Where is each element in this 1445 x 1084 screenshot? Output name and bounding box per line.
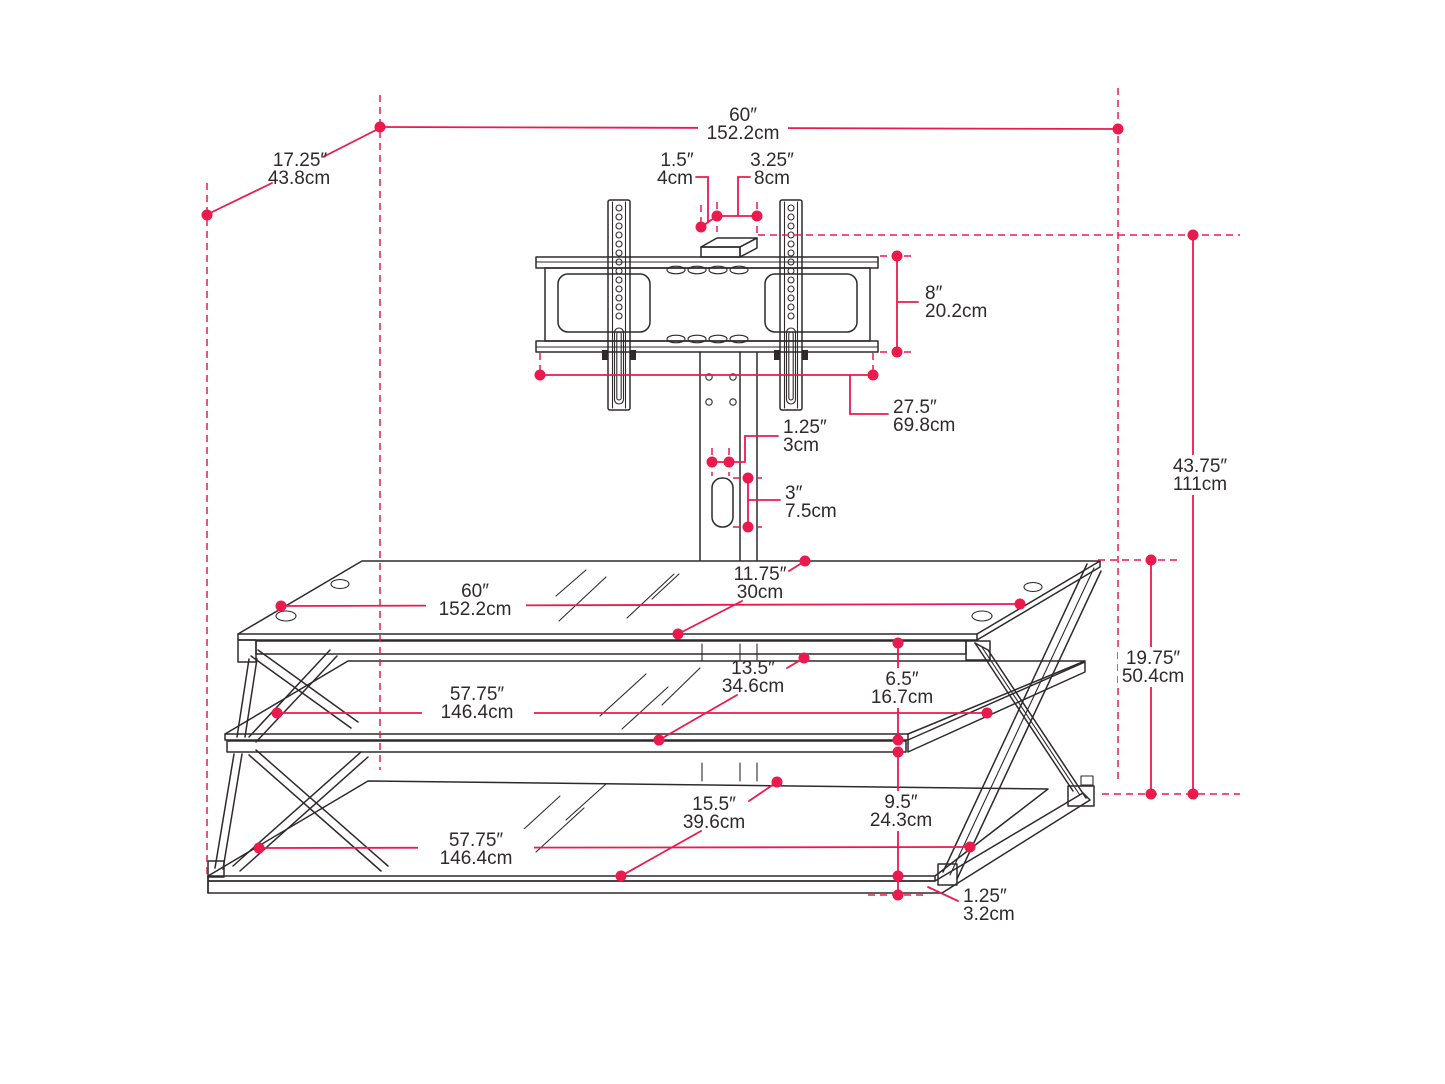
- dim-cable-slot-width-cm: 3cm: [783, 435, 819, 456]
- tv-mount-drawing: [535, 199, 879, 782]
- dim-bottom-shelf-depth-inches: 15.5″: [692, 794, 736, 815]
- dim-top-depth-cm: 43.8cm: [268, 168, 330, 189]
- dimension-lines: [207, 126, 1194, 902]
- dim-cable-slot-height-inches: 3″: [785, 483, 803, 504]
- dim-top-shelf-inset-cm: 30cm: [737, 582, 783, 603]
- cable-slot: [711, 477, 734, 528]
- dim-cable-slot-height-cm: 7.5cm: [785, 501, 837, 522]
- dim-bracket-width-cm: 69.8cm: [893, 415, 955, 436]
- rear-foot: [1067, 785, 1095, 807]
- center-column: [699, 351, 758, 782]
- dim-cap-width-inches: 3.25″: [750, 150, 794, 171]
- dim-cap-offset-cm: 4cm: [657, 168, 693, 189]
- dim-bracket-height-inches: 8″: [925, 283, 943, 304]
- vesa-rail-right: [774, 199, 808, 411]
- left-x-legs: [207, 649, 389, 878]
- dim-cap-offset-inches: 1.5″: [660, 150, 693, 171]
- dim-stand-height-inches: 43.75″: [1173, 456, 1228, 477]
- dim-top-depth-inches: 17.25″: [273, 150, 328, 171]
- dim-top-width-cm: 152.2cm: [707, 123, 780, 144]
- dim-base-thickness-cm: 3.2cm: [963, 904, 1015, 925]
- dim-cable-slot-width-inches: 1.25″: [783, 417, 827, 438]
- dim-lower-clearance-cm: 24.3cm: [870, 810, 932, 831]
- dim-top-shelf-width-inches: 60″: [461, 581, 489, 602]
- bracket-slot-ovals: [666, 265, 749, 344]
- dim-upper-clearance-inches: 6.5″: [885, 669, 918, 690]
- dim-base-thickness-inches: 1.25″: [963, 886, 1007, 907]
- dim-top-shelf-inset-inches: 11.75″: [734, 564, 787, 585]
- dim-bracket-height-cm: 20.2cm: [925, 301, 987, 322]
- dim-cap-width-cm: 8cm: [754, 168, 790, 189]
- dim-stand-height-cm: 111cm: [1173, 474, 1227, 495]
- dim-bracket-width-inches: 27.5″: [893, 397, 937, 418]
- dim-top-width-inches: 60″: [729, 105, 757, 126]
- front-foot: [937, 863, 958, 886]
- dim-bottom-shelf-width-inches: 57.75″: [449, 830, 504, 851]
- mount-cap: [700, 237, 758, 258]
- dim-middle-shelf-width-inches: 57.75″: [450, 684, 505, 705]
- dim-middle-shelf-depth-inches: 13.5″: [731, 658, 775, 679]
- reference-dashed-lines: [206, 88, 1240, 896]
- right-x-frame: [937, 563, 1102, 886]
- dim-middle-shelf-width-cm: 146.4cm: [441, 702, 514, 723]
- label-backplates: [418, 104, 1236, 869]
- dimension-labels: 60″ 152.2cm 17.25″ 43.8cm 1.5″ 4cm 3.25″…: [268, 105, 1228, 925]
- dim-lower-clearance-inches: 9.5″: [884, 792, 917, 813]
- dim-upper-clearance-cm: 16.7cm: [871, 687, 933, 708]
- glass-shine-marks: [555, 569, 680, 622]
- vesa-rail-left: [602, 199, 636, 411]
- glass-shine-marks: [599, 667, 701, 730]
- dim-bottom-shelf-depth-cm: 39.6cm: [683, 812, 745, 833]
- dim-shelf-span-height-inches: 19.75″: [1126, 648, 1181, 669]
- top-shelf: [237, 560, 1101, 663]
- dim-shelf-span-height-cm: 50.4cm: [1122, 666, 1184, 687]
- dim-top-shelf-width-cm: 152.2cm: [439, 599, 512, 620]
- dimension-dots: [201, 121, 1199, 901]
- mount-bracket-plate: [535, 256, 879, 353]
- dim-bottom-shelf-width-cm: 146.4cm: [440, 848, 513, 869]
- dimension-annotations: 60″ 152.2cm 17.25″ 43.8cm 1.5″ 4cm 3.25″…: [201, 88, 1240, 925]
- dim-middle-shelf-depth-cm: 34.6cm: [722, 676, 784, 697]
